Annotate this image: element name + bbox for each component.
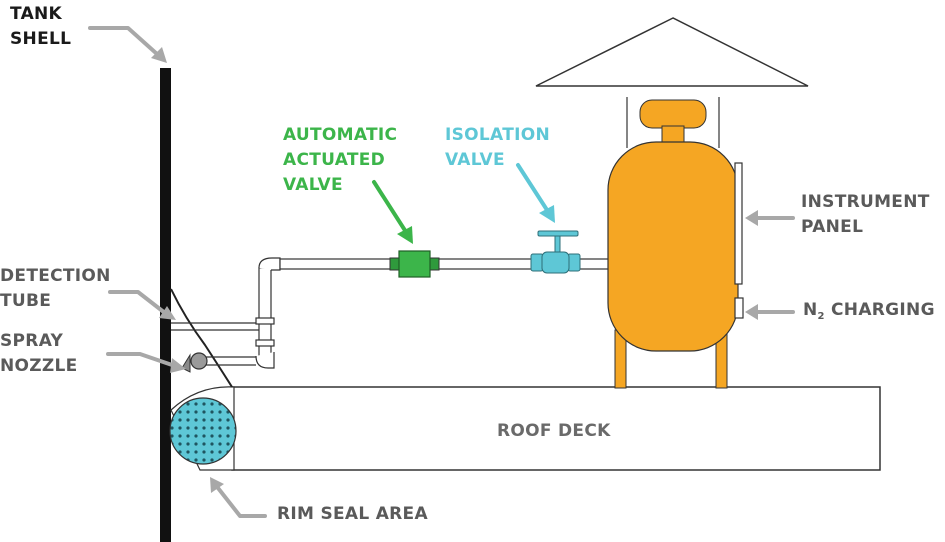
arrow-rim-seal: [216, 486, 267, 518]
label-isolation-valve: ISOLATION VALVE: [445, 123, 550, 173]
label-line: SHELL: [10, 29, 72, 49]
tank-shell-wall: [160, 68, 171, 542]
arrow-detection-tube: [108, 290, 167, 315]
label-n2-subscript: 2: [817, 311, 825, 322]
roof-deck: [231, 386, 881, 471]
label-line: NOZZLE: [0, 356, 78, 376]
n2-charging-port: [734, 297, 744, 319]
label-tank-shell: TANK SHELL: [10, 2, 71, 52]
label-detection-tube: DETECTION TUBE: [0, 264, 111, 314]
instrument-panel: [734, 162, 743, 285]
label-roof-deck: ROOF DECK: [497, 421, 611, 441]
label-automatic-valve: AUTOMATIC ACTUATED VALVE: [283, 123, 397, 198]
arrow-tank-shell: [88, 26, 159, 56]
automatic-valve-icon: [389, 250, 440, 278]
label-line: TANK: [10, 4, 63, 24]
label-line: TUBE: [0, 291, 52, 311]
rim-seal-area: [169, 397, 237, 465]
arrow-spray-nozzle: [106, 352, 177, 368]
spray-nozzle: [190, 352, 208, 370]
label-line: ISOLATION: [445, 125, 550, 145]
canopy-roof: [535, 17, 809, 87]
label-line: VALVE: [445, 150, 505, 170]
label-line: AUTOMATIC: [283, 125, 398, 145]
label-line: ACTUATED: [283, 150, 386, 170]
label-rim-seal-area: RIM SEAL AREA: [277, 504, 428, 524]
arrow-automatic-valve: [372, 180, 413, 244]
label-line: PANEL: [801, 217, 864, 237]
label-line: DETECTION: [0, 266, 111, 286]
label-n2-suffix: CHARGING: [824, 300, 935, 320]
label-spray-nozzle: SPRAY NOZZLE: [0, 329, 78, 379]
suppression-tank: [607, 99, 739, 389]
label-instrument-panel: INSTRUMENT PANEL: [801, 190, 930, 240]
isolation-valve-icon: [530, 230, 581, 274]
detection-tube: [170, 288, 233, 388]
label-n2-charging: N2 CHARGING: [803, 298, 935, 329]
label-line: VALVE: [283, 175, 343, 195]
label-n2-prefix: N: [803, 300, 818, 320]
arrow-isolation-valve: [516, 163, 555, 223]
label-line: SPRAY: [0, 331, 64, 351]
label-line: INSTRUMENT: [801, 192, 930, 212]
